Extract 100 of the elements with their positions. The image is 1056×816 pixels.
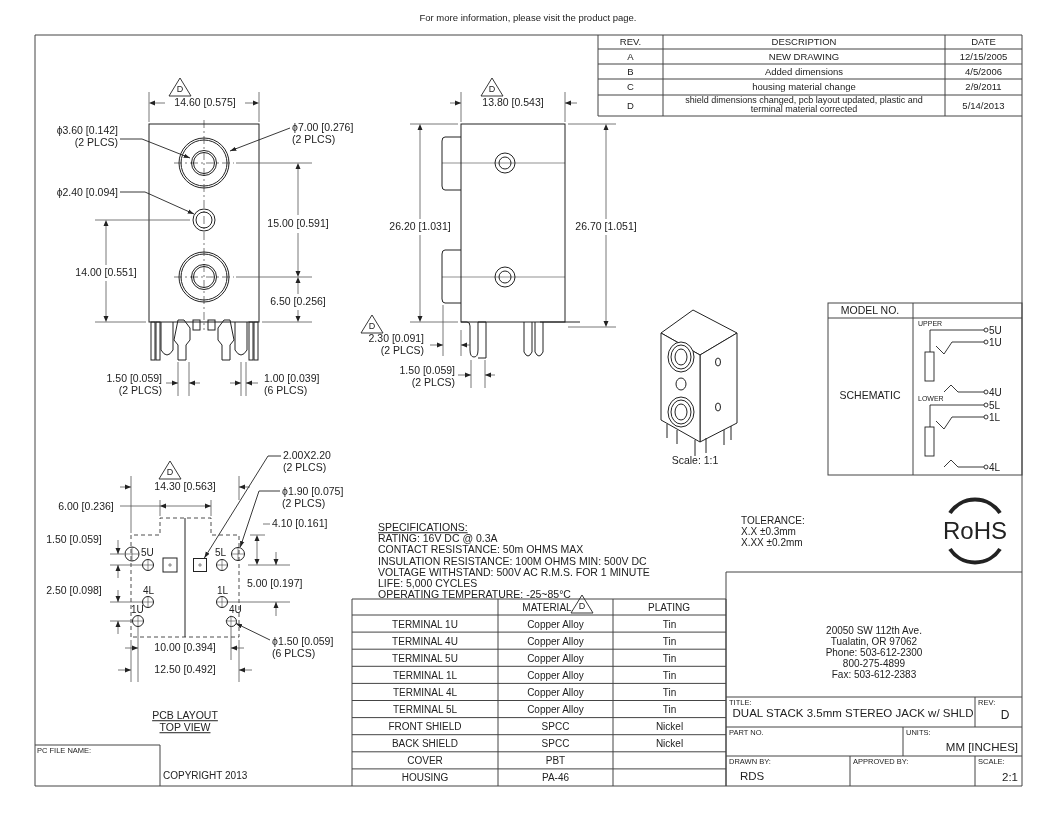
dimension-label: 1.50 [0.059] (2 PLCS) xyxy=(105,373,162,397)
revision-mark: D xyxy=(488,84,496,94)
copyright-note: COPYRIGHT 2013 xyxy=(163,769,248,781)
material-table-entry: PA-46 xyxy=(541,771,570,783)
material-table-entry: PBT xyxy=(545,754,566,766)
specification-text: OPERATING TEMPERATURE: -25~85°C xyxy=(378,589,571,601)
material-table-entry: PLATING xyxy=(648,601,690,613)
revision-mark: D xyxy=(368,321,376,331)
specification-text: CONTACT RESISTANCE: 50m OHMS MAX xyxy=(378,544,584,557)
revision-table-entry: shield dimensions changed, pcb layout updated, plastic and terminal material corrected xyxy=(684,95,924,116)
table-heading: SCHEMATIC xyxy=(839,390,901,402)
address-line: Fax: 503-612-2383 xyxy=(831,668,917,680)
material-table-entry: MATERIAL xyxy=(522,601,572,613)
dimension-label: 26.70 [1.051] xyxy=(575,221,637,233)
callout-text: ϕ1.90 [0.075] (2 PLCS) xyxy=(282,485,353,510)
pad-label: 1U xyxy=(131,603,144,615)
revision-mark: D xyxy=(578,601,586,611)
revision-table-entry: REV. xyxy=(618,36,643,48)
material-table-entry: FRONT SHIELD xyxy=(388,720,462,732)
specification-text: LIFE: 5,000 CYCLES xyxy=(378,578,478,590)
field-value: MM [INCHES] xyxy=(945,740,1018,754)
revision-table-entry: Added dimensions xyxy=(763,66,845,77)
dimension-label: 14.30 [0.563] xyxy=(154,481,216,493)
field-value: RDS xyxy=(740,769,765,783)
revision-mark: D xyxy=(166,467,174,477)
material-table-entry: SPCC xyxy=(541,720,570,732)
material-table-entry: Tin xyxy=(662,635,677,647)
terminal-label: 4U xyxy=(989,386,1002,398)
material-table-entry: Nickel xyxy=(655,720,684,732)
dimension-label: 15.00 [0.591] xyxy=(267,218,329,230)
dimension-label: 10.00 [0.394] xyxy=(154,642,216,654)
material-table-entry: TERMINAL 5L xyxy=(392,703,458,715)
view-title: PCB LAYOUT xyxy=(152,710,218,722)
address-line: Phone: 503-612-2300 xyxy=(825,646,923,658)
material-table-entry: Copper Alloy xyxy=(527,618,584,630)
dimension-label: 4.10 [0.161] xyxy=(272,518,328,530)
callout-text: ϕ3.60 [0.142] (2 PLCS) xyxy=(47,124,118,149)
field-value: 2:1 xyxy=(1002,770,1018,784)
dimension-label: 26.20 [1.031] xyxy=(389,221,451,233)
dimension-label: 5.00 [0.197] xyxy=(247,578,303,590)
specification-text: RATING: 16V DC @ 0.3A xyxy=(378,533,498,545)
dimension-label: 1.50 [0.059] (2 PLCS) xyxy=(398,365,455,389)
field-value: DUAL STACK 3.5mm STEREO JACK w/ SHLD xyxy=(732,706,974,720)
view-title: TOP VIEW xyxy=(159,722,211,734)
address-line: Tualatin, OR 97062 xyxy=(830,635,918,647)
revision-table-entry: 5/14/2013 xyxy=(961,100,1006,111)
terminal-label: 5U xyxy=(989,324,1002,336)
revision-table-entry: B xyxy=(626,66,635,77)
dimension-label: 6.00 [0.236] xyxy=(58,501,114,513)
material-table-entry: Copper Alloy xyxy=(527,652,584,664)
material-table-entry: Tin xyxy=(662,618,677,630)
revision-table-entry: DATE xyxy=(970,36,997,48)
revision-table-entry: A xyxy=(626,51,635,62)
pad-label: 4L xyxy=(143,584,155,596)
tolerance-note: X.X ±0.3mm xyxy=(741,525,796,537)
dimension-label: 14.60 [0.575] xyxy=(174,97,236,109)
revision-table-entry: NEW DRAWING xyxy=(767,51,841,62)
material-table-entry: Copper Alloy xyxy=(527,703,584,715)
material-table-entry: Tin xyxy=(662,669,677,681)
material-table-entry: TERMINAL 4L xyxy=(392,686,458,698)
field-value: D xyxy=(1000,709,1010,723)
callout-text: 2.00X2.20 (2 PLCS) xyxy=(283,449,339,474)
revision-mark: D xyxy=(176,84,184,94)
revision-table-entry: 4/5/2006 xyxy=(964,66,1003,77)
terminal-label: 1L xyxy=(989,411,1001,423)
material-table-entry: Tin xyxy=(662,686,677,698)
material-table-entry: Copper Alloy xyxy=(527,635,584,647)
revision-table-entry: 12/15/2005 xyxy=(958,51,1009,62)
material-table-entry: Tin xyxy=(662,703,677,715)
revision-table-entry: D xyxy=(626,100,635,111)
revision-table-entry: housing material change xyxy=(751,81,857,93)
dimension-label: 13.80 [0.543] xyxy=(482,97,544,109)
pad-label: 4U xyxy=(229,603,242,615)
material-table-entry: HOUSING xyxy=(401,771,449,783)
dimension-label: 2.30 [0.091] (2 PLCS) xyxy=(367,333,424,357)
dimension-label: 2.50 [0.098] xyxy=(46,585,102,597)
specification-text: SPECIFICATIONS: xyxy=(378,522,468,534)
material-table-entry: TERMINAL 4U xyxy=(392,635,458,647)
dimension-label: 1.00 [0.039] (6 PLCS) xyxy=(264,373,321,397)
material-table-entry: SPCC xyxy=(541,737,570,749)
material-table-entry: BACK SHIELD xyxy=(391,737,459,749)
callout-text: ϕ1.50 [0.059] (6 PLCS) xyxy=(272,635,343,660)
address-line: 20050 SW 112th Ave. xyxy=(826,624,922,636)
pad-label: 5L xyxy=(215,546,227,558)
info-note: For more information, please visit the product page. xyxy=(419,12,637,24)
address-line: 800-275-4899 xyxy=(842,657,906,669)
material-table-entry: Copper Alloy xyxy=(527,669,584,681)
revision-table-entry: DESCRIPTION xyxy=(770,36,838,48)
dimension-label: 1.50 [0.059] xyxy=(46,534,102,546)
material-table-entry: TERMINAL 1L xyxy=(392,669,458,681)
tolerance-note: TOLERANCE: xyxy=(741,514,805,526)
material-table-entry: Copper Alloy xyxy=(527,686,584,698)
terminal-label: 1U xyxy=(989,336,1002,348)
specification-text: INSULATION RESISTANCE: 100M OHMS MIN: 500V DC xyxy=(378,555,647,568)
dimension-label: 6.50 [0.256] xyxy=(270,296,326,308)
material-table-entry: TERMINAL 5U xyxy=(392,652,458,664)
material-table-entry: COVER xyxy=(407,754,443,766)
pad-label: 1L xyxy=(217,584,229,596)
square-pad xyxy=(193,558,207,572)
revision-table-entry: C xyxy=(626,81,635,93)
